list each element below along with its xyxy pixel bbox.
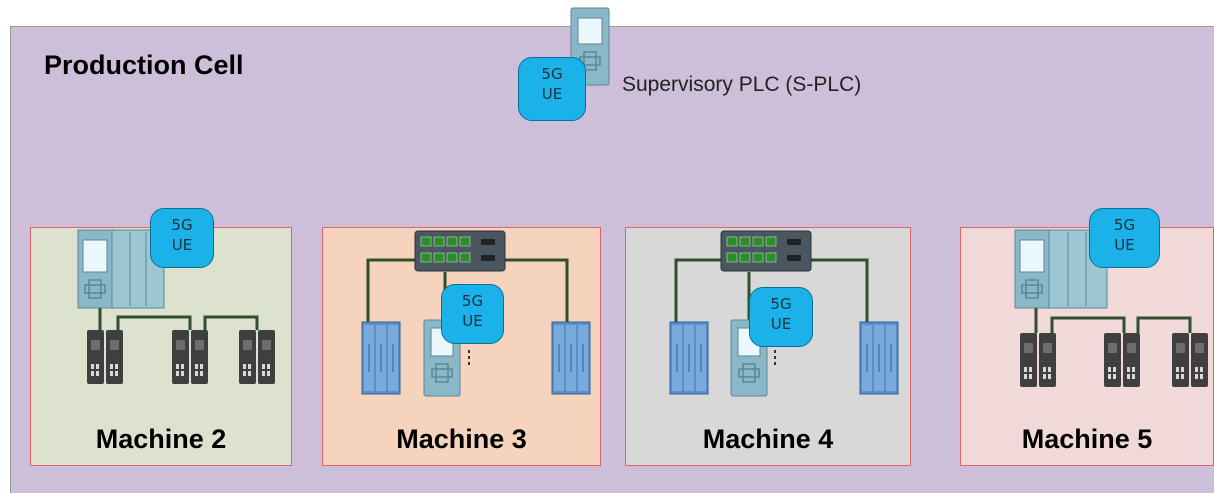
ue-text-ue: UE — [462, 312, 483, 330]
machine-3-io-module-1-icon — [361, 321, 401, 395]
supervisory-plc-label: Supervisory PLC (S-PLC) — [622, 73, 862, 96]
ue-text-5g: 5G — [171, 216, 193, 234]
ue-text-ue: UE — [541, 85, 563, 103]
machine-2-network-link — [98, 308, 259, 330]
machine-5-drive-2-icon — [1104, 333, 1140, 387]
machine-2-drive-2-icon — [172, 330, 208, 384]
machine-5-label: Machine 5 — [1021, 424, 1153, 454]
machine-2-label: Machine 2 — [95, 424, 227, 454]
machine-2-5g-ue-icon: 5G UE — [150, 208, 214, 268]
ue-text-5g: 5G — [541, 65, 563, 83]
ue-text-ue: UE — [770, 315, 792, 333]
machine-3-label: Machine 3 — [396, 424, 527, 454]
ue-text-5g: 5G — [770, 295, 792, 313]
machine-4-label: Machine 4 — [702, 424, 834, 454]
machine-2-plc-icon — [77, 229, 165, 309]
machine-5-5g-ue-icon: 5G UE — [1089, 208, 1160, 268]
machine-2-drive-1-icon — [87, 330, 123, 384]
ue-text-ue: UE — [1114, 236, 1135, 254]
machine-3-switch-icon — [414, 230, 506, 272]
ue-text-ue: UE — [171, 236, 193, 254]
machine-3-5g-ue-icon: 5G UE — [441, 284, 504, 344]
machine-4-switch-icon — [720, 230, 812, 272]
machine-5-drive-1-icon — [1020, 333, 1056, 387]
machine-4-io-module-1-icon — [669, 321, 709, 395]
machine-5-drive-3-icon — [1172, 333, 1208, 387]
machine-4-io-module-2-icon — [859, 321, 899, 395]
ue-text-5g: 5G — [1113, 216, 1136, 234]
production-cell-title: Production Cell — [44, 50, 244, 80]
machine-4-5g-ue-icon: 5G UE — [749, 287, 813, 347]
machine-5-network-link — [1034, 308, 1192, 333]
ue-text-5g: 5G — [461, 292, 484, 310]
splc-5g-ue-icon: 5G UE — [518, 57, 586, 121]
machine-2-drive-3-icon — [239, 330, 275, 384]
machine-3-io-module-2-icon — [551, 321, 591, 395]
